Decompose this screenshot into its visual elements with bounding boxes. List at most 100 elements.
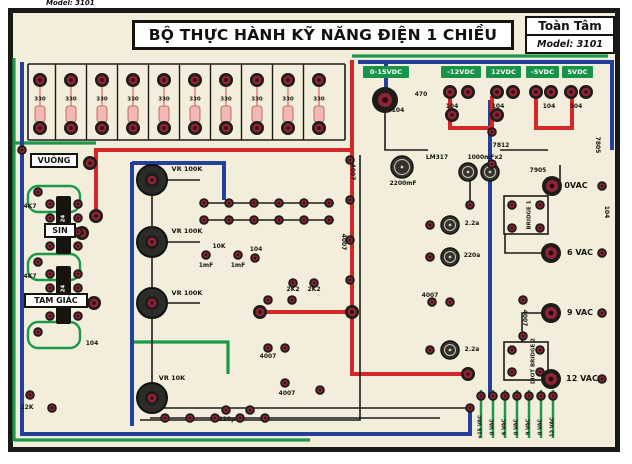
solder-pad-hole (430, 300, 434, 304)
solder-pad-hole (48, 244, 52, 248)
silk-label: 4K7 (23, 273, 37, 280)
solder-pad-hole (69, 126, 73, 130)
solder-pad-hole (76, 202, 80, 206)
generated-parts (17, 64, 607, 438)
solder-pad-hole (248, 408, 252, 412)
terminal-label: +15 VAC (477, 415, 484, 439)
solder-pad-hole (88, 161, 92, 165)
solder-pad-hole (202, 218, 206, 222)
capacitor-dot (400, 165, 404, 169)
capacitor-dot (448, 348, 452, 352)
solder-pad-hole (600, 311, 604, 315)
solder-pad-hole (202, 201, 206, 205)
capacitor-dot (448, 255, 452, 259)
terminal-label: 0 VAC (489, 418, 496, 436)
solder-pad-hole (76, 286, 80, 290)
vac-output-label: 6 VAC (566, 248, 594, 257)
solder-pad-hole (468, 406, 472, 410)
solder-pad-hole (277, 201, 281, 205)
solder-pad-hole (548, 250, 554, 256)
silk-label: 104 (391, 107, 405, 114)
solder-pad-hole (283, 346, 287, 350)
solder-pad-hole (92, 301, 96, 305)
potentiometer-label: VR 100K (171, 164, 203, 173)
solder-pad-hole (48, 314, 52, 318)
silk-label: 470 (414, 91, 428, 98)
resistor-value: 330 (96, 96, 108, 103)
solder-pad-hole (188, 416, 192, 420)
solder-pad-hole (521, 298, 525, 302)
capacitor-ring (462, 166, 474, 178)
solder-pad-hole (193, 78, 197, 82)
solder-pad-hole (38, 126, 42, 130)
terminal-label: 9 VAC (525, 418, 532, 436)
solder-pad-hole (317, 126, 321, 130)
silk-label: 104 (491, 103, 505, 110)
solder-pad-hole (491, 394, 495, 398)
silk-label: 104 (445, 103, 459, 110)
silk-label: 4007 (278, 390, 296, 397)
solder-pad-hole (510, 370, 514, 374)
solder-pad-hole (539, 394, 543, 398)
solder-pad-hole (255, 78, 259, 82)
silk-label: 4007 (521, 309, 528, 327)
solder-pad-hole (448, 300, 452, 304)
solder-pad-hole (236, 253, 240, 257)
resistor-body (282, 105, 294, 123)
solder-pad-hole (76, 230, 80, 234)
silk-label: 2.2a (464, 346, 480, 353)
capacitor-dot (466, 170, 470, 174)
silk-label: 104 (249, 246, 263, 253)
capacitor-ring (444, 251, 456, 263)
solder-pad-hole (286, 126, 290, 130)
resistor-body (251, 105, 263, 123)
solder-pad-hole (266, 346, 270, 350)
solder-pad-hole (548, 310, 554, 316)
solder-pad-hole (600, 251, 604, 255)
vac-output-label: 12 VAC (566, 374, 598, 383)
bridge-2-outline (503, 341, 549, 381)
silk-label: 10K (212, 243, 226, 250)
solder-pad-hole (495, 90, 499, 94)
solder-pad-hole (450, 113, 454, 117)
solder-pad-hole (290, 298, 294, 302)
capacitor-ring (394, 159, 410, 175)
solder-pad-hole (266, 298, 270, 302)
brand-name: Toàn Tâm (527, 18, 613, 36)
silk-label: 1000mFx2 (467, 154, 503, 161)
silk-label: 104 (542, 103, 556, 110)
solder-pad-hole (20, 148, 24, 152)
solder-pad-hole (490, 130, 494, 134)
trace-green-mid (132, 340, 230, 374)
solder-pad-hole (382, 97, 388, 103)
terminal-label: 12 VAC (549, 417, 556, 437)
potentiometer-label: VR 10K (158, 373, 186, 382)
black-traces (27, 63, 561, 421)
terminal-label: 0 VAC (513, 418, 520, 436)
solder-pad-hole (286, 78, 290, 82)
silk-label: 220a (463, 252, 481, 259)
solder-pad-hole (253, 256, 257, 260)
resistor-value: 330 (220, 96, 232, 103)
silk-label: 104 (569, 103, 583, 110)
solder-pad-hole (348, 278, 352, 282)
silk-label: 1mF (198, 262, 214, 269)
solder-pad-hole (600, 184, 604, 188)
resistor-value: 330 (282, 96, 294, 103)
solder-pad-hole (162, 126, 166, 130)
resistor-body (96, 105, 108, 123)
solder-pad-hole (584, 90, 588, 94)
silk-label: 4K7 (23, 203, 37, 210)
potentiometer-label: VR 100K (171, 226, 203, 235)
solder-pad-hole (428, 255, 432, 259)
solder-pad-hole (193, 126, 197, 130)
solder-pad-hole (302, 201, 306, 205)
waveform-label: SIN (44, 223, 76, 238)
solder-pad-hole (534, 90, 538, 94)
solder-pad-hole (348, 198, 352, 202)
solder-pad-hole (94, 214, 98, 218)
resistor-value: 330 (251, 96, 263, 103)
solder-pad-hole (252, 201, 256, 205)
capacitor-dot (488, 170, 492, 174)
